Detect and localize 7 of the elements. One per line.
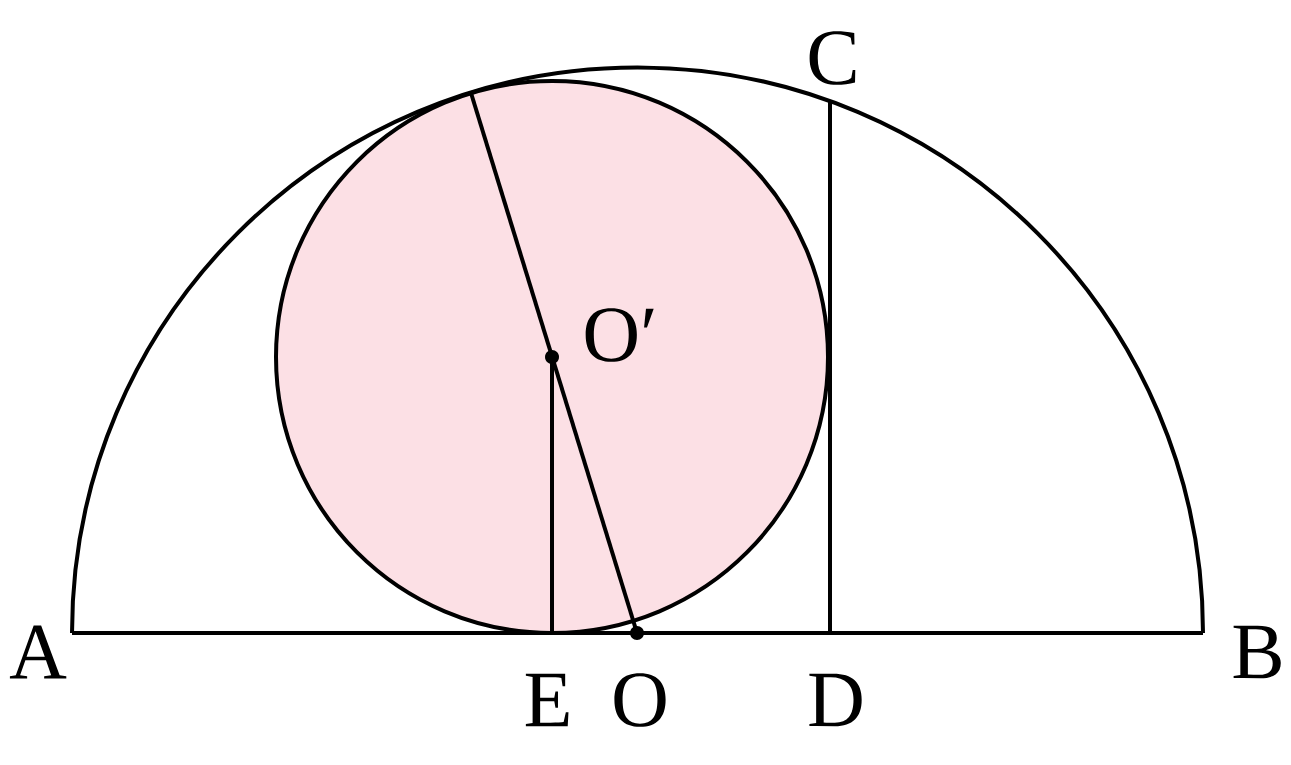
point-label: A [9,625,67,679]
point-label: B [1233,625,1281,679]
point-label: C [809,31,856,85]
point-label: E [525,673,569,727]
point-label: O [614,673,666,727]
point-label: D [809,673,862,727]
point-label: O′ [585,308,654,362]
